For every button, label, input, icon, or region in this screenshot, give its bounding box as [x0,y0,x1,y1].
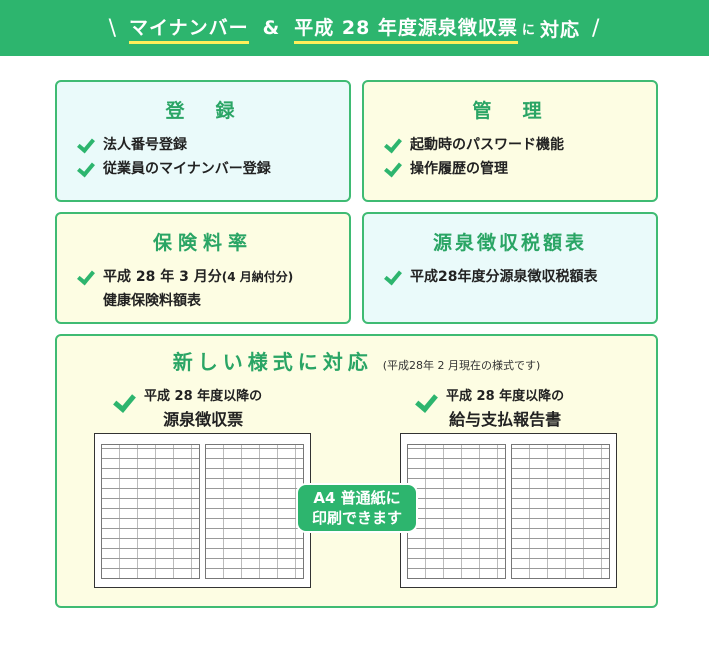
doc-label-line1: 平成 28 年度以降の [446,389,565,404]
check-icon [384,157,406,181]
card-withholding-tax-table: 源泉徴収税額表 平成28年度分源泉徴収税額表 [362,212,658,324]
check-icon [77,157,99,181]
check-icon [77,133,99,157]
check-icon [412,391,442,415]
card-title: 源泉徴収税額表 [432,232,587,254]
banner-ampersand: & [262,17,281,39]
section-note: (平成28年 2 月現在の様式です) [382,359,541,372]
card-registration: 登 録 法人番号登録 従業員のマイナンバー登録 [55,80,351,202]
withholding-slip-image [94,433,311,588]
form-page [101,444,200,579]
item-label: 平成 28 年 3 月分 [103,269,222,285]
card-title: 登 録 [165,100,241,122]
doc-label-line1: 平成 28 年度以降の [144,389,263,404]
card-insurance-rate: 保険料率 平成 28 年 3 月分(4 月納付分) 健康保険料額表 [55,212,351,324]
doc-label-line2: 源泉徴収票 [163,410,244,429]
item-label-line2: 健康保険料額表 [103,293,201,309]
list-item: 起動時のパスワード機能 [384,133,656,157]
banner-mynumber: マイナンバー [129,13,249,44]
banner-slash-left: \ [108,15,118,41]
doc-label-withholding-slip: 平成 28 年度以降の 源泉徴収票 [110,385,262,430]
badge-line1: A4 普通紙に [313,489,401,507]
check-icon [384,133,406,157]
list-item: 法人番号登録 [77,133,349,157]
badge-line2: 印刷できます [311,509,402,527]
form-page [205,444,304,579]
check-icon [384,265,406,289]
list-item: 従業員のマイナンバー登録 [77,157,349,181]
card-management: 管 理 起動時のパスワード機能 操作履歴の管理 [362,80,658,202]
item-sub-label: (4 月納付分) [221,270,294,284]
list-item: 平成28年度分源泉徴収税額表 [384,265,656,289]
form-page [511,444,610,579]
doc-label-line2: 給与支払報告書 [449,410,562,429]
card-title: 保険料率 [152,232,253,254]
form-page [407,444,506,579]
check-icon [77,265,99,289]
item-label: 操作履歴の管理 [410,161,508,177]
doc-label-salary-report: 平成 28 年度以降の 給与支払報告書 [412,385,564,430]
list-item: 操作履歴の管理 [384,157,656,181]
salary-report-image [400,433,617,588]
list-item: 平成 28 年 3 月分(4 月納付分) 健康保険料額表 [77,265,349,313]
banner-particle: に [521,22,536,38]
a4-print-badge: A4 普通紙に 印刷できます [298,485,416,531]
item-label: 平成28年度分源泉徴収税額表 [410,269,598,285]
item-label: 従業員のマイナンバー登録 [103,161,271,177]
header-banner: \ マイナンバー & 平成 28 年度源泉徴収票 に 対応 / [0,0,709,56]
item-label: 法人番号登録 [103,137,187,153]
card-title: 管 理 [472,100,548,122]
section-title: 新しい様式に対応 [172,350,373,374]
item-label: 起動時のパスワード機能 [410,137,564,153]
banner-support: 対応 [539,18,580,41]
banner-withholding: 平成 28 年度源泉徴収票 [294,13,518,44]
banner-slash-right: / [591,15,601,41]
check-icon [110,391,140,415]
